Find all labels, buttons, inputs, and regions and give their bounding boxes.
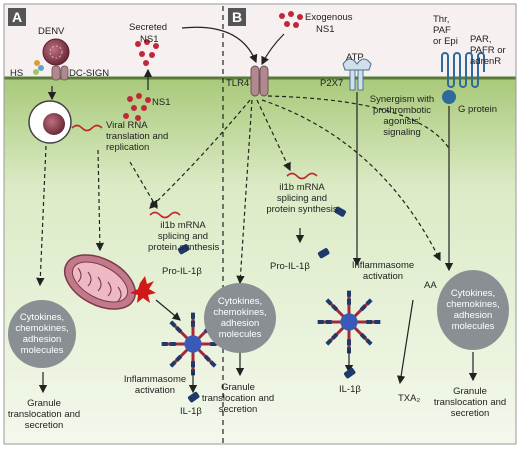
viral-rna-icon <box>71 124 103 132</box>
label-atp: ATP <box>346 52 364 63</box>
label-txa2: TXA₂ <box>398 393 421 404</box>
arrow-exogenous-to-tlr4 <box>261 33 285 66</box>
label-granule-b1: Granule translocation and secretion <box>201 382 275 415</box>
arrow-tlr4-to-cytokines <box>236 99 253 285</box>
label-tlr4: TLR4 <box>226 78 250 89</box>
label-ns1-exogenous: NS1 <box>316 24 335 35</box>
label-pro-il1b-a: Pro-IL-1β <box>162 266 202 277</box>
label-denv: DENV <box>38 26 65 37</box>
pro-il1b-b-small-icon <box>334 206 346 217</box>
mitochondrion-icon <box>64 254 136 310</box>
label-ns1-secreted: NS1 <box>140 34 159 45</box>
label-ns1-inner: NS1 <box>152 97 171 108</box>
g-protein-icon <box>442 90 456 104</box>
label-dcsign: DC-SIGN <box>69 68 110 79</box>
il1b-b-icon <box>343 367 356 379</box>
endosome-icon <box>28 100 72 144</box>
arrow-to-mitochondria <box>95 149 105 252</box>
ns1-exogenous-icon <box>279 11 303 28</box>
dc-sign-receptor-icon <box>51 65 69 81</box>
label-gprotein: G protein <box>458 104 498 115</box>
cytokines-bubble-b1: Cytokines, chemokines, adhesion molecule… <box>204 283 276 353</box>
inflammasome-b-icon <box>317 290 381 354</box>
tlr4-receptor-icon <box>250 65 269 97</box>
cytokines-bubble-a: Cytokines, chemokines, adhesion molecule… <box>8 300 76 368</box>
panel-label-a: A <box>8 8 26 26</box>
label-synergism: Synergism with prothrombotic agonists' s… <box>369 94 435 138</box>
label-aa: AA <box>424 280 437 291</box>
label-viral-rna: Viral RNA translation and replication <box>106 120 169 153</box>
il1b-mrna-b-icon <box>286 172 318 180</box>
label-inflammasome-b: Inflammasome activation <box>351 260 415 282</box>
arrow-aa-to-txa2 <box>396 299 414 385</box>
label-il1b-b: IL-1β <box>339 384 361 395</box>
arrow-tlr4-to-il1b-mrna <box>256 99 291 172</box>
label-il1b-a: IL-1β <box>180 406 202 417</box>
label-inflammasome-a: Inflammasome activation <box>123 374 187 396</box>
ros-burst-icon <box>130 276 156 303</box>
gpcr-receptor-icon <box>441 52 485 88</box>
denv-virion-icon <box>42 38 70 66</box>
label-p2x7: P2X7 <box>320 78 344 89</box>
cytokines-bubble-b2: Cytokines, chemokines, adhesion molecule… <box>437 270 509 350</box>
label-il1b-mrna-b: il1b mRNA splicing and protein synthesis <box>266 182 338 215</box>
label-il1b-mrna-a: il1b mRNA splicing and protein synthesis <box>148 220 220 253</box>
arrow-synergism <box>267 95 451 151</box>
extracellular-space <box>4 4 516 78</box>
arrow-to-cytokines-a <box>36 145 47 287</box>
label-pro-il1b-b: Pro-IL-1β <box>270 261 310 272</box>
il1b-a-icon <box>187 391 200 403</box>
arrow-secreted-to-tlr4 <box>181 26 258 64</box>
label-agonists: Thr, PAF or Epi <box>433 14 458 47</box>
pro-il1b-b-icon <box>317 248 330 259</box>
arrow-tlr4-to-aa <box>261 99 441 262</box>
label-receptors: PAR, PAFR or adrenR <box>470 34 506 67</box>
p2x7-receptor-icon <box>342 58 372 91</box>
arrow-tlr4-to-panel-a-mrna <box>149 99 251 209</box>
arrow-to-inflammasome-a <box>155 299 181 321</box>
il1b-mrna-a-icon <box>149 211 181 219</box>
ns1-secreted-icon <box>135 39 159 66</box>
panel-label-b: B <box>228 8 246 26</box>
ns1-intracellular-icon <box>123 93 151 121</box>
pro-il1b-a-icon <box>177 244 190 255</box>
inflammasome-a-icon <box>161 312 225 376</box>
label-granule-a: Granule translocation and secretion <box>7 398 81 431</box>
hs-receptor-icon <box>33 60 44 75</box>
label-secreted: Secreted <box>129 22 168 33</box>
label-exogenous: Exogenous <box>305 12 353 23</box>
frame <box>3 3 517 445</box>
label-hs: HS <box>10 68 24 79</box>
label-granule-b2: Granule translocation and secretion <box>433 386 507 419</box>
